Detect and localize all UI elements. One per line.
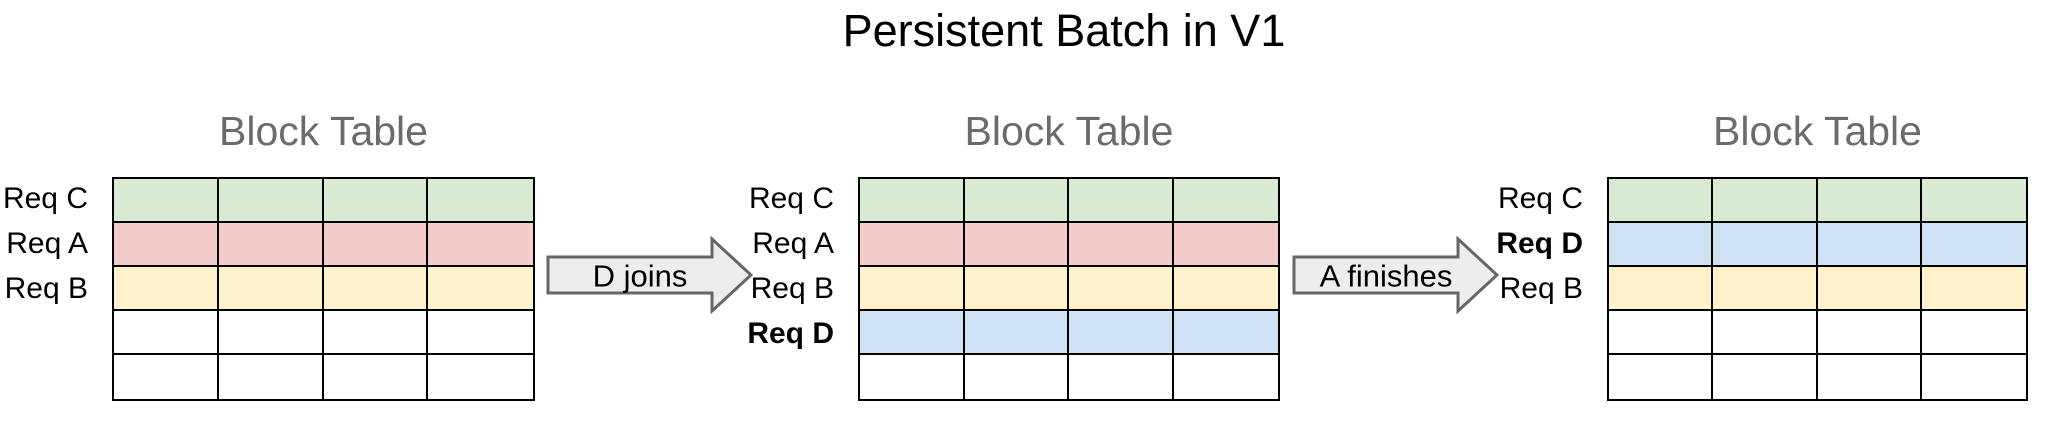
table-cell [1069, 355, 1174, 399]
row-label: Req B [1499, 271, 1583, 305]
row-label: Req A [6, 227, 88, 261]
row-label: Req C [1497, 182, 1583, 216]
table-cell [218, 223, 324, 267]
table-cell [323, 355, 429, 399]
block-table-title: Block Table [1713, 108, 1922, 154]
table-cell [1817, 355, 1922, 399]
table-cell [218, 311, 324, 355]
block-table [858, 177, 1280, 401]
table-cell [1921, 223, 2026, 267]
row-label [614, 356, 834, 401]
table-cell [1921, 267, 2026, 311]
row-label-column: Req C Req D Req B [1363, 177, 1583, 401]
table-cell [860, 311, 965, 355]
table-cell [860, 355, 965, 399]
table-cell [114, 355, 219, 399]
table-cell [428, 267, 533, 311]
table-cell [114, 179, 219, 223]
block-table [112, 177, 535, 401]
row-label [1363, 356, 1583, 401]
table-cell [1817, 311, 1922, 355]
block-table-title: Block Table [219, 108, 428, 154]
table-cell [964, 355, 1069, 399]
table-cell [964, 223, 1069, 267]
table-cell [1609, 179, 1714, 223]
table-cell [1609, 267, 1714, 311]
row-label [0, 311, 88, 356]
arrow-shape [546, 236, 754, 314]
row-label-column: Req C Req A Req B Req D [614, 177, 834, 401]
arrow-shape [1292, 236, 1500, 314]
table-cell [323, 179, 429, 223]
d-joins-arrow: D joins [546, 236, 754, 314]
table-cell [428, 355, 533, 399]
table-cell [323, 223, 429, 267]
table-cell [1713, 311, 1818, 355]
a-finishes-arrow: A finishes [1292, 236, 1500, 314]
row-label: Req D [1496, 227, 1583, 261]
table-cell [1921, 311, 2026, 355]
row-label: Req C [748, 182, 834, 216]
table-cell [218, 267, 324, 311]
table-cell [1609, 223, 1714, 267]
table-cell [114, 311, 219, 355]
table-cell [1713, 223, 1818, 267]
table-cell [1713, 179, 1818, 223]
table-cell [860, 223, 965, 267]
table-cell [323, 267, 429, 311]
table-cell [1921, 179, 2026, 223]
table-cell [1817, 223, 1922, 267]
table-cell [323, 311, 429, 355]
table-cell [1069, 179, 1174, 223]
table-cell [964, 311, 1069, 355]
block-table [1607, 177, 2028, 401]
arrow-label: A finishes [1320, 259, 1453, 294]
table-cell [1173, 355, 1278, 399]
table-cell [1069, 311, 1174, 355]
row-label: Req C [2, 182, 88, 216]
table-cell [1817, 267, 1922, 311]
row-label: Req B [4, 271, 88, 305]
table-cell [1713, 355, 1818, 399]
table-cell [428, 311, 533, 355]
table-cell [964, 267, 1069, 311]
table-cell [1069, 267, 1174, 311]
row-label [1363, 311, 1583, 356]
table-cell [428, 223, 533, 267]
table-cell [218, 179, 324, 223]
table-cell [1609, 311, 1714, 355]
arrow-label: D joins [593, 259, 688, 294]
table-cell [964, 179, 1069, 223]
table-cell [1173, 267, 1278, 311]
table-cell [114, 267, 219, 311]
row-label: Req B [750, 271, 834, 305]
table-cell [1713, 267, 1818, 311]
table-cell [428, 179, 533, 223]
page-title: Persistent Batch in V1 [842, 5, 1286, 56]
table-cell [1173, 223, 1278, 267]
row-label: Req D [747, 316, 834, 350]
block-table-title: Block Table [964, 108, 1174, 154]
table-cell [1609, 355, 1714, 399]
table-cell [218, 355, 324, 399]
table-cell [1173, 311, 1278, 355]
row-label-column: Req C Req A Req B [0, 177, 88, 401]
row-label: Req A [752, 227, 834, 261]
table-cell [1069, 223, 1174, 267]
table-cell [860, 267, 965, 311]
table-cell [860, 179, 965, 223]
table-cell [1173, 179, 1278, 223]
table-cell [1817, 179, 1922, 223]
table-cell [114, 223, 219, 267]
table-cell [1921, 355, 2026, 399]
row-label [0, 356, 88, 401]
